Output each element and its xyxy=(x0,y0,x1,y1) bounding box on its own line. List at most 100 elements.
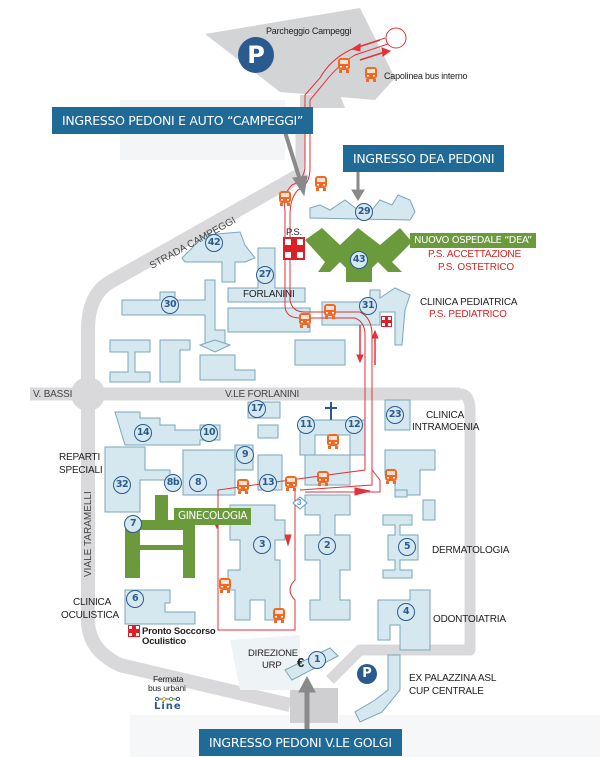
building-marker-3[interactable]: 3 xyxy=(253,536,271,554)
fermata-label-2: bus urbani xyxy=(148,683,186,693)
building-east-small xyxy=(394,489,408,498)
pronto-soccorso-oculistico-label-2: Oculistico xyxy=(142,636,186,647)
dea-highlight-label[interactable]: NUOVO OSPEDALE “DEA” xyxy=(410,233,536,248)
building-marker-11[interactable]: 11 xyxy=(297,416,315,434)
building-marker-7[interactable]: 7 xyxy=(124,515,142,533)
bus-stop-icon xyxy=(298,312,312,329)
building-forlanini-lower xyxy=(227,307,311,333)
ps-label: P.S. xyxy=(286,227,302,238)
fermata-label-1: Fermata xyxy=(153,674,184,684)
building-marker-6[interactable]: 6 xyxy=(126,590,144,608)
ex-palazzina-label-2: CUP CENTRALE xyxy=(409,686,484,697)
clinica-oculistica-label-2: OCULISTICA xyxy=(61,610,120,621)
bus-stop-icon xyxy=(284,475,298,492)
direzione-label-2: URP xyxy=(262,660,282,671)
building-marker-14[interactable]: 14 xyxy=(134,424,152,442)
building-3 xyxy=(227,504,286,621)
golgi-entrance-area xyxy=(290,688,338,723)
bus-stop-icon xyxy=(272,607,286,624)
clinica-oculistica-label-1: CLINICA xyxy=(73,597,112,608)
building-marker-43[interactable]: 43 xyxy=(350,251,368,269)
building-e xyxy=(294,339,346,366)
chapel-cross-icon xyxy=(325,402,337,420)
building-marker-29[interactable]: 29 xyxy=(355,203,373,221)
ex-palazzina-label-1: EX PALAZZINA ASL xyxy=(409,673,497,684)
bus-stop-icon xyxy=(384,468,398,485)
ps-accettazione-label: P.S. ACCETTAZIONE xyxy=(428,249,521,260)
building-b xyxy=(159,339,191,383)
building-marker-32[interactable]: 32 xyxy=(113,476,131,494)
ps-ostetrico-label: P.S. OSTETRICO xyxy=(438,262,514,273)
bus-stop-icon xyxy=(364,66,378,83)
building-marker-8[interactable]: 8 xyxy=(189,474,207,492)
direzione-label-1: DIREZIONE xyxy=(248,648,298,659)
building-marker-8b[interactable]: 8b xyxy=(164,474,182,492)
bus-turnaround xyxy=(385,27,407,49)
strada-campeggi-road xyxy=(81,165,309,392)
ps-pediatrico-label: P.S. PEDIATRICO xyxy=(429,309,507,320)
east-road xyxy=(326,388,476,684)
building-marker-10[interactable]: 10 xyxy=(200,424,218,442)
street-label-viale-taramelli: VIALE TARAMELLI xyxy=(83,491,94,577)
euro-icon: € xyxy=(297,655,305,670)
building-east-2 xyxy=(422,499,436,521)
entrance-campeggi-banner[interactable]: INGRESSO PEDONI E AUTO “CAMPEGGI” xyxy=(52,107,314,134)
parcheggio-campeggi-area[interactable] xyxy=(205,8,395,100)
capolinea-label: Capolinea bus interno xyxy=(384,71,468,81)
bus-stop-icon xyxy=(326,433,340,450)
forlanini-label: FORLANINI xyxy=(243,289,295,300)
building-marker-42[interactable]: 42 xyxy=(205,234,223,252)
building-a xyxy=(109,339,151,383)
building-marker-4[interactable]: 4 xyxy=(397,603,415,621)
building-2 xyxy=(304,494,351,621)
ps-pediatrico-cross-icon xyxy=(381,316,392,327)
street-label-vle-forlanini: V.LE FORLANINI xyxy=(225,389,300,400)
bus-stop-icon xyxy=(323,303,337,320)
bus-stop-icon xyxy=(337,57,351,74)
roundabout xyxy=(71,377,105,411)
bus-stop-icon xyxy=(314,175,328,192)
building-marker-27[interactable]: 27 xyxy=(256,266,274,284)
bus-stop-icon xyxy=(316,470,330,487)
bus-route xyxy=(217,37,389,631)
parking-icon: P xyxy=(357,664,377,684)
reparti-speciali-label-1: REPARTI xyxy=(59,452,101,463)
bus-stop-icon xyxy=(278,190,292,207)
building-marker-13[interactable]: 13 xyxy=(259,474,277,492)
diamond-marker-3 xyxy=(292,496,308,510)
entrance-golgi-banner[interactable]: INGRESSO PEDONI V.LE GOLGI xyxy=(199,729,402,756)
direzione-plaza xyxy=(230,635,300,690)
clinica-intramoenia-label-1: CLINICA xyxy=(426,410,465,421)
bus-stop-icon xyxy=(236,478,250,495)
building-marker-12[interactable]: 12 xyxy=(345,416,363,434)
ginecologia-highlight-label[interactable]: GINECOLOGIA xyxy=(174,508,252,525)
building-c xyxy=(198,339,232,353)
building-marker-30[interactable]: 30 xyxy=(161,296,179,314)
building-17b xyxy=(257,424,279,439)
reparti-speciali-label-2: SPECIALI xyxy=(59,465,103,476)
diamond-marker-label: 3 xyxy=(297,498,302,507)
entrance-arrows xyxy=(283,131,365,732)
line-logo: Line xyxy=(154,701,182,712)
bus-stop-icon xyxy=(218,577,232,594)
street-label-v-bassi: V. BASSI xyxy=(33,389,73,400)
building-ex-palazzina xyxy=(354,654,401,723)
odontoiatria-label: ODONTOIATRIA xyxy=(433,614,506,625)
building-d xyxy=(199,354,256,381)
building-7-ginecologia[interactable] xyxy=(125,495,195,578)
building-marker-23[interactable]: 23 xyxy=(386,406,404,424)
clinica-intramoenia-label-2: INTRAMOENIA xyxy=(412,422,480,433)
entrance-dea-banner[interactable]: INGRESSO DEA PEDONI xyxy=(343,145,505,172)
parcheggio-campeggi-label: Parcheggio Campeggi xyxy=(266,26,352,36)
building-marker-31[interactable]: 31 xyxy=(359,297,377,315)
building-marker-1[interactable]: 1 xyxy=(308,651,326,669)
building-marker-9[interactable]: 9 xyxy=(236,446,254,464)
clinica-pediatrica-label: CLINICA PEDIATRICA xyxy=(420,297,518,308)
building-marker-2[interactable]: 2 xyxy=(318,537,336,555)
line-logo-dots xyxy=(154,696,181,702)
building-marker-17[interactable]: 17 xyxy=(248,400,266,418)
building-marker-5[interactable]: 5 xyxy=(398,538,416,556)
viale-taramelli-road xyxy=(81,392,292,712)
pronto-soccorso-oculistico-label-1: Pronto Soccorso xyxy=(142,626,216,637)
ps-red-cross-icon xyxy=(283,237,305,260)
